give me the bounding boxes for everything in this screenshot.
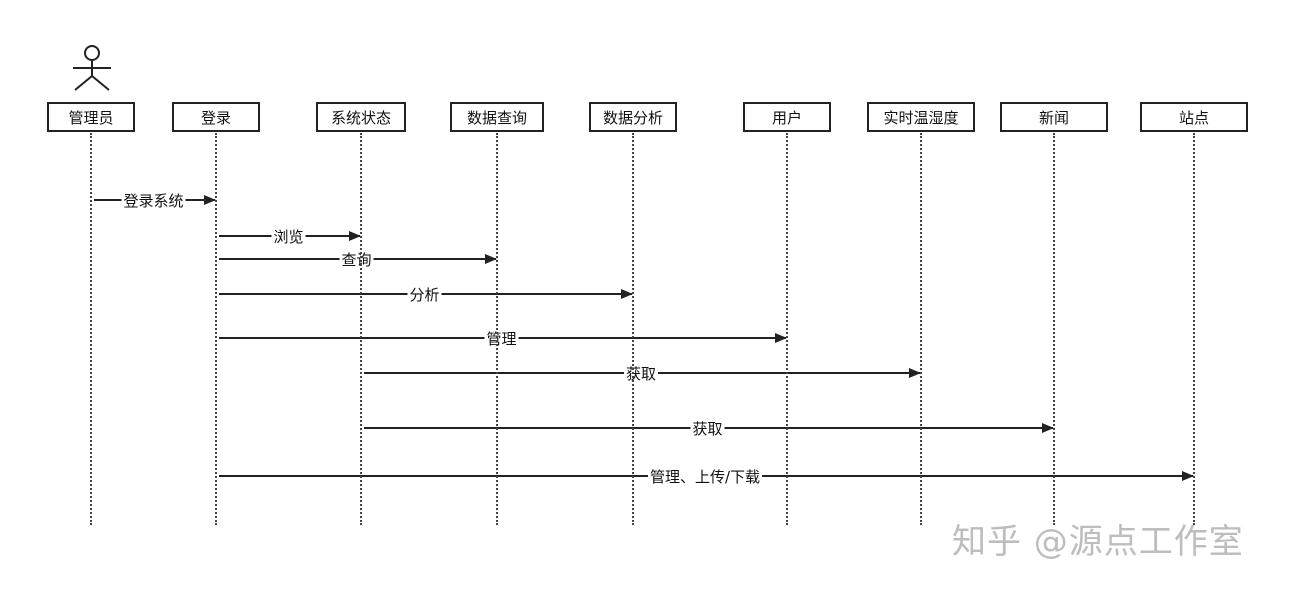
lifeline xyxy=(632,133,634,525)
lifeline xyxy=(920,133,922,525)
message-label-background xyxy=(339,251,374,269)
lifeline xyxy=(360,133,362,525)
message: 查询 xyxy=(219,251,497,269)
stick-figure-icon xyxy=(73,45,111,91)
message-label: 管理、上传/下载 xyxy=(650,468,760,486)
message: 管理、上传/下载 xyxy=(219,468,1194,486)
watermark: 知乎 @源点工作室 xyxy=(952,522,1244,562)
message: 浏览 xyxy=(219,228,361,246)
lifeline-header: 新闻 xyxy=(1000,102,1108,132)
lifeline-header: 数据分析 xyxy=(589,102,677,132)
message: 分析 xyxy=(219,286,633,304)
message: 获取 xyxy=(364,420,1054,438)
message-label: 查询 xyxy=(341,251,371,269)
lifeline xyxy=(786,133,788,525)
lifeline-header: 站点 xyxy=(1140,102,1248,132)
message-label: 登录系统 xyxy=(123,192,183,210)
message-label: 获取 xyxy=(626,365,656,383)
message-label: 分析 xyxy=(409,286,439,304)
lifeline xyxy=(215,133,217,525)
message-label-background xyxy=(690,420,725,438)
lifeline-header: 数据查询 xyxy=(450,102,544,132)
message-label: 获取 xyxy=(692,420,722,438)
message: 获取 xyxy=(364,365,921,383)
message-label: 管理 xyxy=(486,330,516,348)
message: 管理 xyxy=(219,330,787,348)
message-label-background xyxy=(121,192,186,210)
lifeline-header: 登录 xyxy=(172,102,260,132)
message-label-background xyxy=(271,228,306,246)
lifeline xyxy=(90,133,92,525)
message-label: 浏览 xyxy=(273,228,303,246)
lifeline-header: 用户 xyxy=(743,102,831,132)
lifeline xyxy=(1193,133,1195,525)
lifeline xyxy=(1053,133,1055,525)
message-label-background xyxy=(407,286,442,304)
message: 登录系统 xyxy=(94,192,216,210)
lifeline-header: 实时温湿度 xyxy=(867,102,975,132)
lifeline xyxy=(496,133,498,525)
lifeline-header: 管理员 xyxy=(47,102,135,132)
lifeline-header: 系统状态 xyxy=(316,102,406,132)
message-label-background xyxy=(484,330,519,348)
message-label-background xyxy=(647,468,763,486)
